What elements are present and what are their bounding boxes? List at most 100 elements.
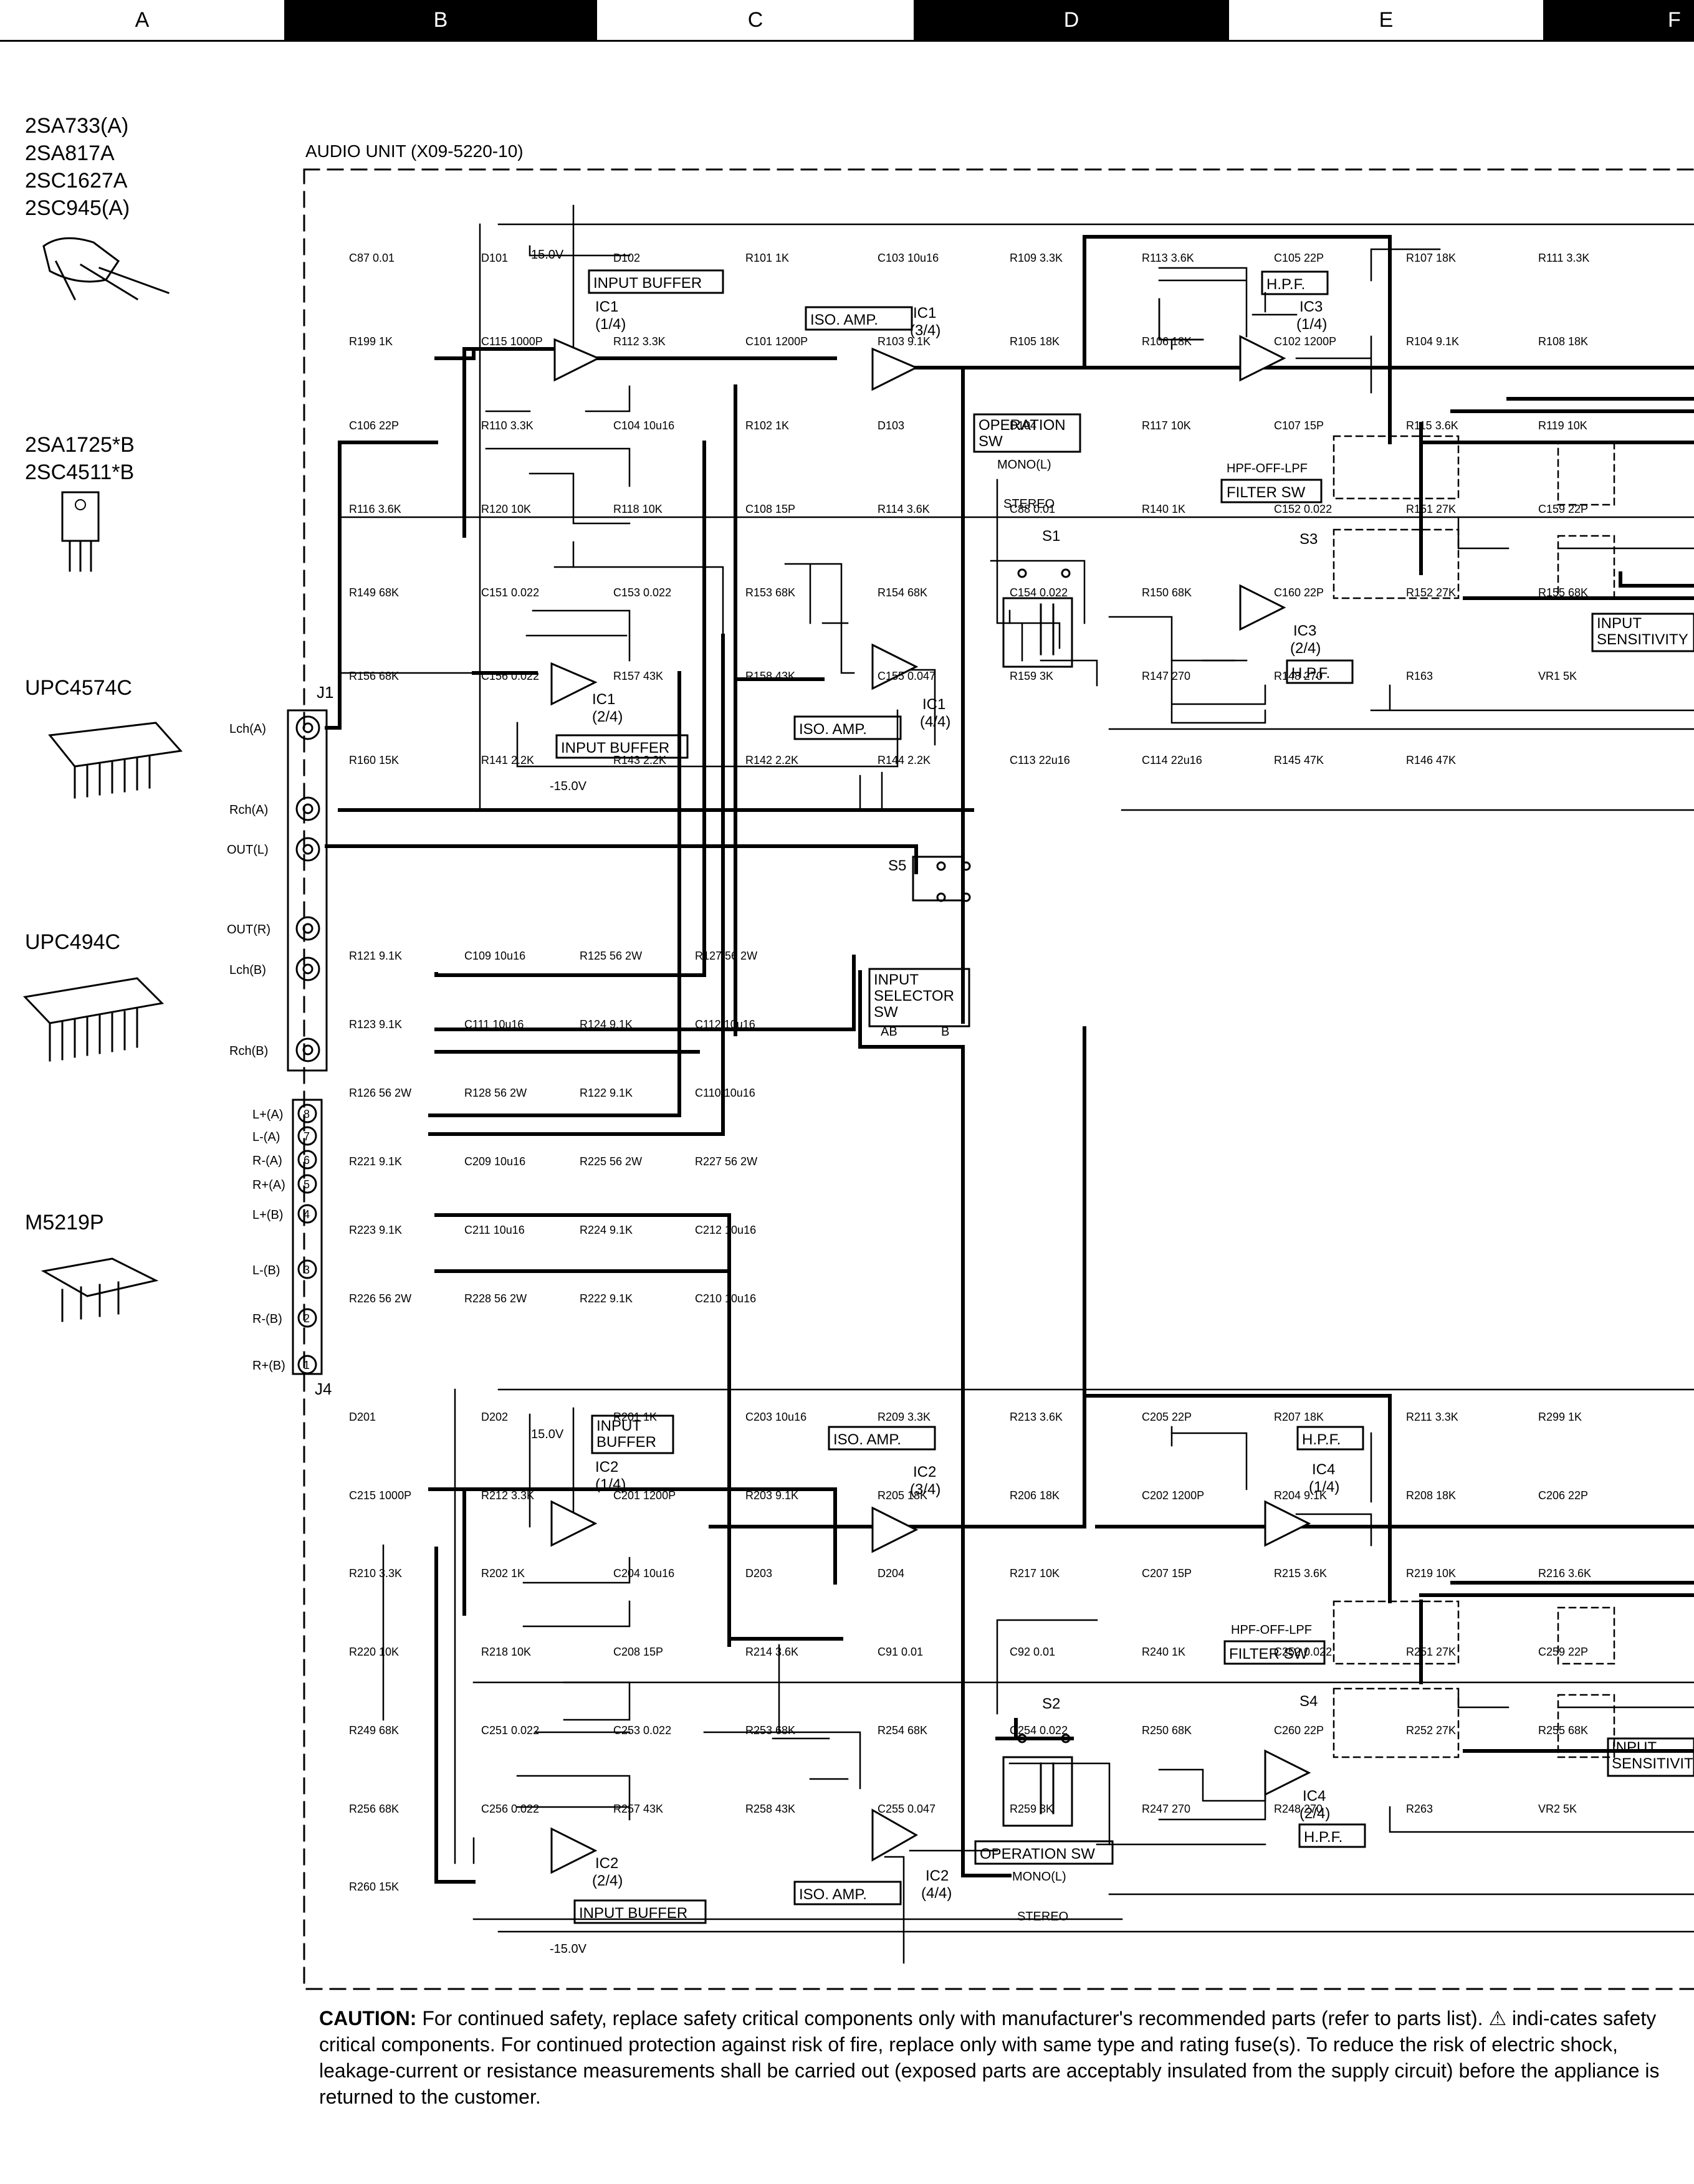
block-label: H.P.F. (1304, 1829, 1342, 1846)
component-designator: R115 3.6K (1406, 419, 1458, 432)
component-designator: R201 1K (613, 1411, 657, 1423)
component-designator: R159 3K (1010, 670, 1053, 682)
component-designator: R140 1K (1142, 503, 1185, 515)
component-designator: R219 10K (1406, 1567, 1456, 1580)
component-designator: C255 0.047 (878, 1803, 936, 1815)
component-designator: R227 56 2W (695, 1155, 757, 1168)
component-designator: C206 22P (1538, 1489, 1588, 1502)
block-label: H.P.F. (1266, 276, 1305, 293)
audio-unit-title: AUDIO UNIT (X09-5220-10) (305, 141, 524, 161)
component-designator: R203 9.1K (745, 1489, 798, 1502)
j4-pin-num: 7 (304, 1130, 310, 1143)
component-designator: C251 0.022 (481, 1724, 539, 1737)
ic-label: (4/4) (920, 713, 950, 730)
component-designator: C207 15P (1142, 1567, 1192, 1580)
component-designator: R247 270 (1142, 1803, 1190, 1815)
switch-label: STEREO (1003, 497, 1055, 511)
part-name: 2SA1725*B (25, 433, 135, 457)
component-designator: R153 68K (745, 586, 795, 599)
part-group-upc4574c: UPC4574C (25, 674, 132, 702)
component-designator: R228 56 2W (464, 1292, 527, 1305)
component-designator: R116 3.6K (349, 503, 401, 515)
component-designator: R128 56 2W (464, 1087, 527, 1099)
ic-label: (2/4) (592, 1872, 623, 1889)
component-designator: D202 (481, 1411, 508, 1423)
j1-pin-label: Rch(B) (229, 1044, 268, 1058)
component-designator: C104 10u16 (613, 419, 674, 432)
component-designator: C260 22P (1274, 1724, 1324, 1737)
switch-label: S5 (888, 857, 906, 874)
j1-connector-block (287, 709, 328, 1072)
component-designator: R205 18K (878, 1489, 927, 1502)
ic2-4of4-opamp (871, 1808, 919, 1862)
component-designator: R109 3.3K (1010, 252, 1063, 264)
operation-switch-s2 (1002, 1733, 1073, 1827)
component-designator: R124 9.1K (580, 1018, 633, 1031)
component-designator: C259 22P (1538, 1646, 1588, 1658)
ic2-1of4-opamp (550, 1500, 598, 1547)
component-designator: R151 27K (1406, 503, 1456, 515)
component-designator: D103 (878, 419, 904, 432)
component-designator: R204 9.1K (1274, 1489, 1327, 1502)
component-designator: C108 15P (745, 503, 795, 515)
component-designator: R220 10K (349, 1646, 399, 1658)
switch-label: STEREO (1017, 1910, 1068, 1924)
j4-pin-num: 5 (304, 1178, 310, 1191)
component-designator: R113 3.6K (1142, 252, 1194, 264)
component-designator: R156 68K (349, 670, 399, 682)
block-label: H.P.F. (1302, 1431, 1341, 1448)
part-name: UPC494C (25, 930, 121, 954)
j4-pin-num: 8 (304, 1108, 310, 1120)
component-designator: C112 10u16 (695, 1018, 755, 1031)
component-designator: R257 43K (613, 1803, 663, 1815)
j1-pin-label: Rch(A) (229, 803, 268, 817)
component-designator: R117 10K (1142, 419, 1191, 432)
component-designator: R119 10K (1538, 419, 1587, 432)
switch-label: AB (881, 1025, 897, 1039)
switch-label: S2 (1042, 1695, 1060, 1712)
component-designator: R249 68K (349, 1724, 399, 1737)
ic-label: IC1 (592, 691, 615, 708)
block-label: FILTER SW (1227, 484, 1306, 501)
j4-pin-label: R+(B) (252, 1359, 285, 1373)
switch-label: MONO(L) (997, 458, 1051, 472)
ic1-2of4-opamp (550, 662, 598, 706)
component-designator: R209 3.3K (878, 1411, 931, 1423)
j1-pin-label: OUT(R) (227, 923, 270, 937)
grid-col-b: B (284, 0, 597, 40)
j4-pin-label: R-(B) (252, 1312, 282, 1326)
component-designator: R225 56 2W (580, 1155, 642, 1168)
j1-pin-label: Lch(A) (229, 722, 266, 736)
j4-pin-num: 3 (304, 1264, 310, 1276)
dip16-ic-icon (22, 977, 165, 1062)
switch-label: MONO(L) (1012, 1870, 1066, 1884)
component-designator: C114 22u16 (1142, 754, 1202, 766)
component-designator: R263 (1406, 1803, 1433, 1815)
component-designator: R149 68K (349, 586, 399, 599)
grid-col-d: D (914, 0, 1229, 40)
component-designator: R253 68K (745, 1724, 795, 1737)
part-name: 2SC945(A) (25, 196, 130, 220)
component-designator: C105 22P (1274, 252, 1324, 264)
ic1-1of4-opamp (553, 338, 601, 382)
part-group-upc494c: UPC494C (25, 928, 120, 956)
ic-label: IC1 (922, 696, 945, 713)
ic-label: (1/4) (595, 316, 626, 333)
component-designator: C101 1200P (745, 335, 808, 348)
component-designator: R251 27K (1406, 1646, 1456, 1658)
ic1-4of4-opamp (871, 643, 919, 690)
component-designator: R254 68K (878, 1724, 927, 1737)
component-designator: C204 10u16 (613, 1567, 674, 1580)
component-designator: C113 22u16 (1010, 754, 1070, 766)
ic-label: (3/4) (910, 1481, 940, 1498)
component-designator: R210 3.3K (349, 1567, 402, 1580)
component-designator: R221 9.1K (349, 1155, 402, 1168)
j1-pin-label: OUT(L) (227, 843, 269, 857)
component-designator: R217 10K (1010, 1567, 1060, 1580)
component-designator: C156 0.022 (481, 670, 539, 682)
